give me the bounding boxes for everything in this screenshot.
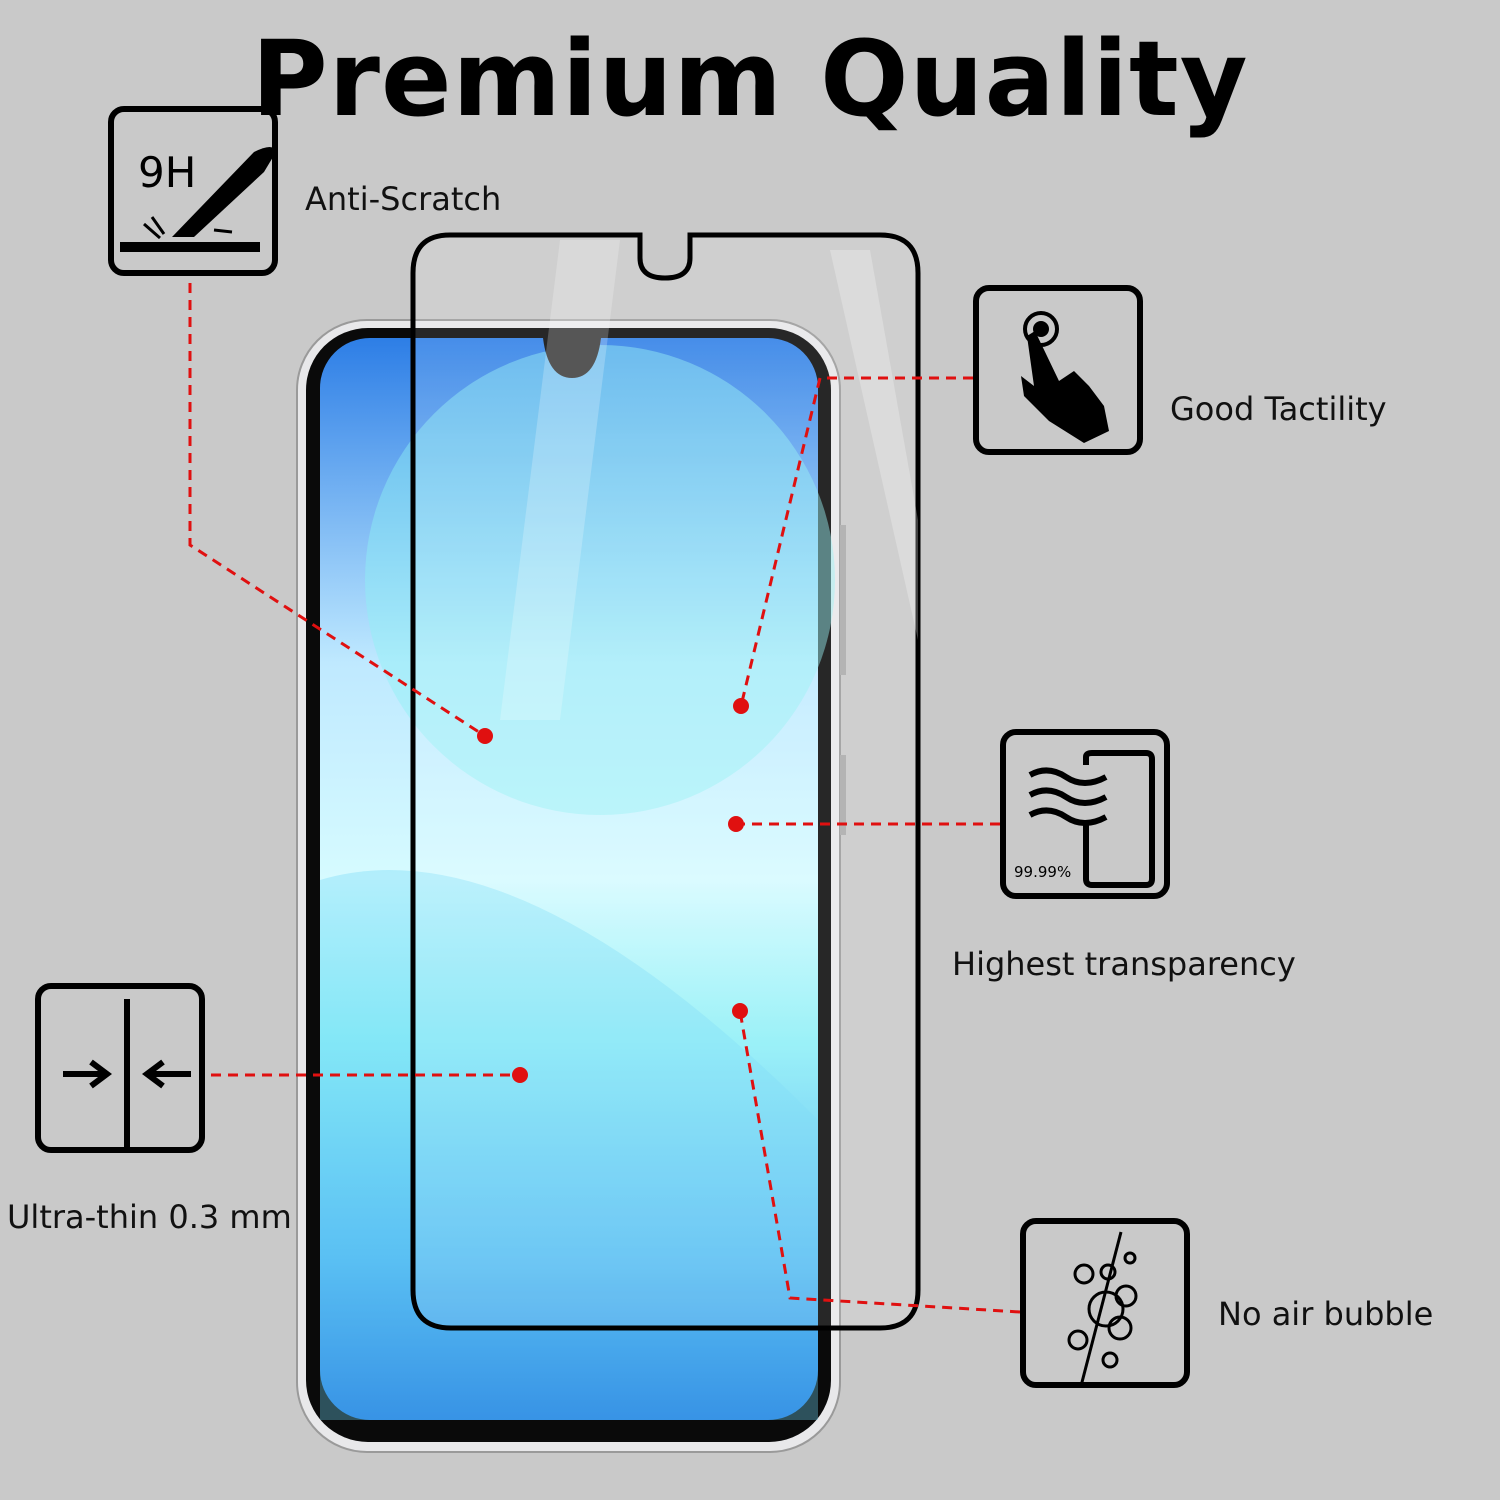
phone	[296, 319, 846, 1453]
no-air-bubble-label: No air bubble	[1218, 1295, 1434, 1333]
touch-hand-icon	[973, 285, 1143, 455]
page-title: Premium Quality	[251, 18, 1249, 140]
callout-dots	[477, 698, 749, 1083]
good-tactility-label: Good Tactility	[1170, 390, 1387, 428]
glass-protector	[410, 232, 921, 1331]
callout-lines	[188, 283, 1021, 1314]
svg-text:99.99%: 99.99%	[1014, 863, 1071, 881]
ultra-thin-label: Ultra-thin 0.3 mm	[7, 1198, 292, 1236]
knife-scratch-icon: 9H	[108, 106, 278, 276]
highest-transparency-label: Highest transparency	[952, 945, 1296, 983]
phone-screen	[320, 338, 818, 1420]
transparency-phone-icon: 99.99%	[1000, 729, 1170, 899]
thickness-arrows-icon	[35, 983, 205, 1153]
bubbles-icon	[1020, 1218, 1190, 1388]
phone-notch	[543, 338, 601, 378]
anti-scratch-label: Anti-Scratch	[305, 180, 502, 218]
svg-text:9H: 9H	[138, 148, 196, 197]
